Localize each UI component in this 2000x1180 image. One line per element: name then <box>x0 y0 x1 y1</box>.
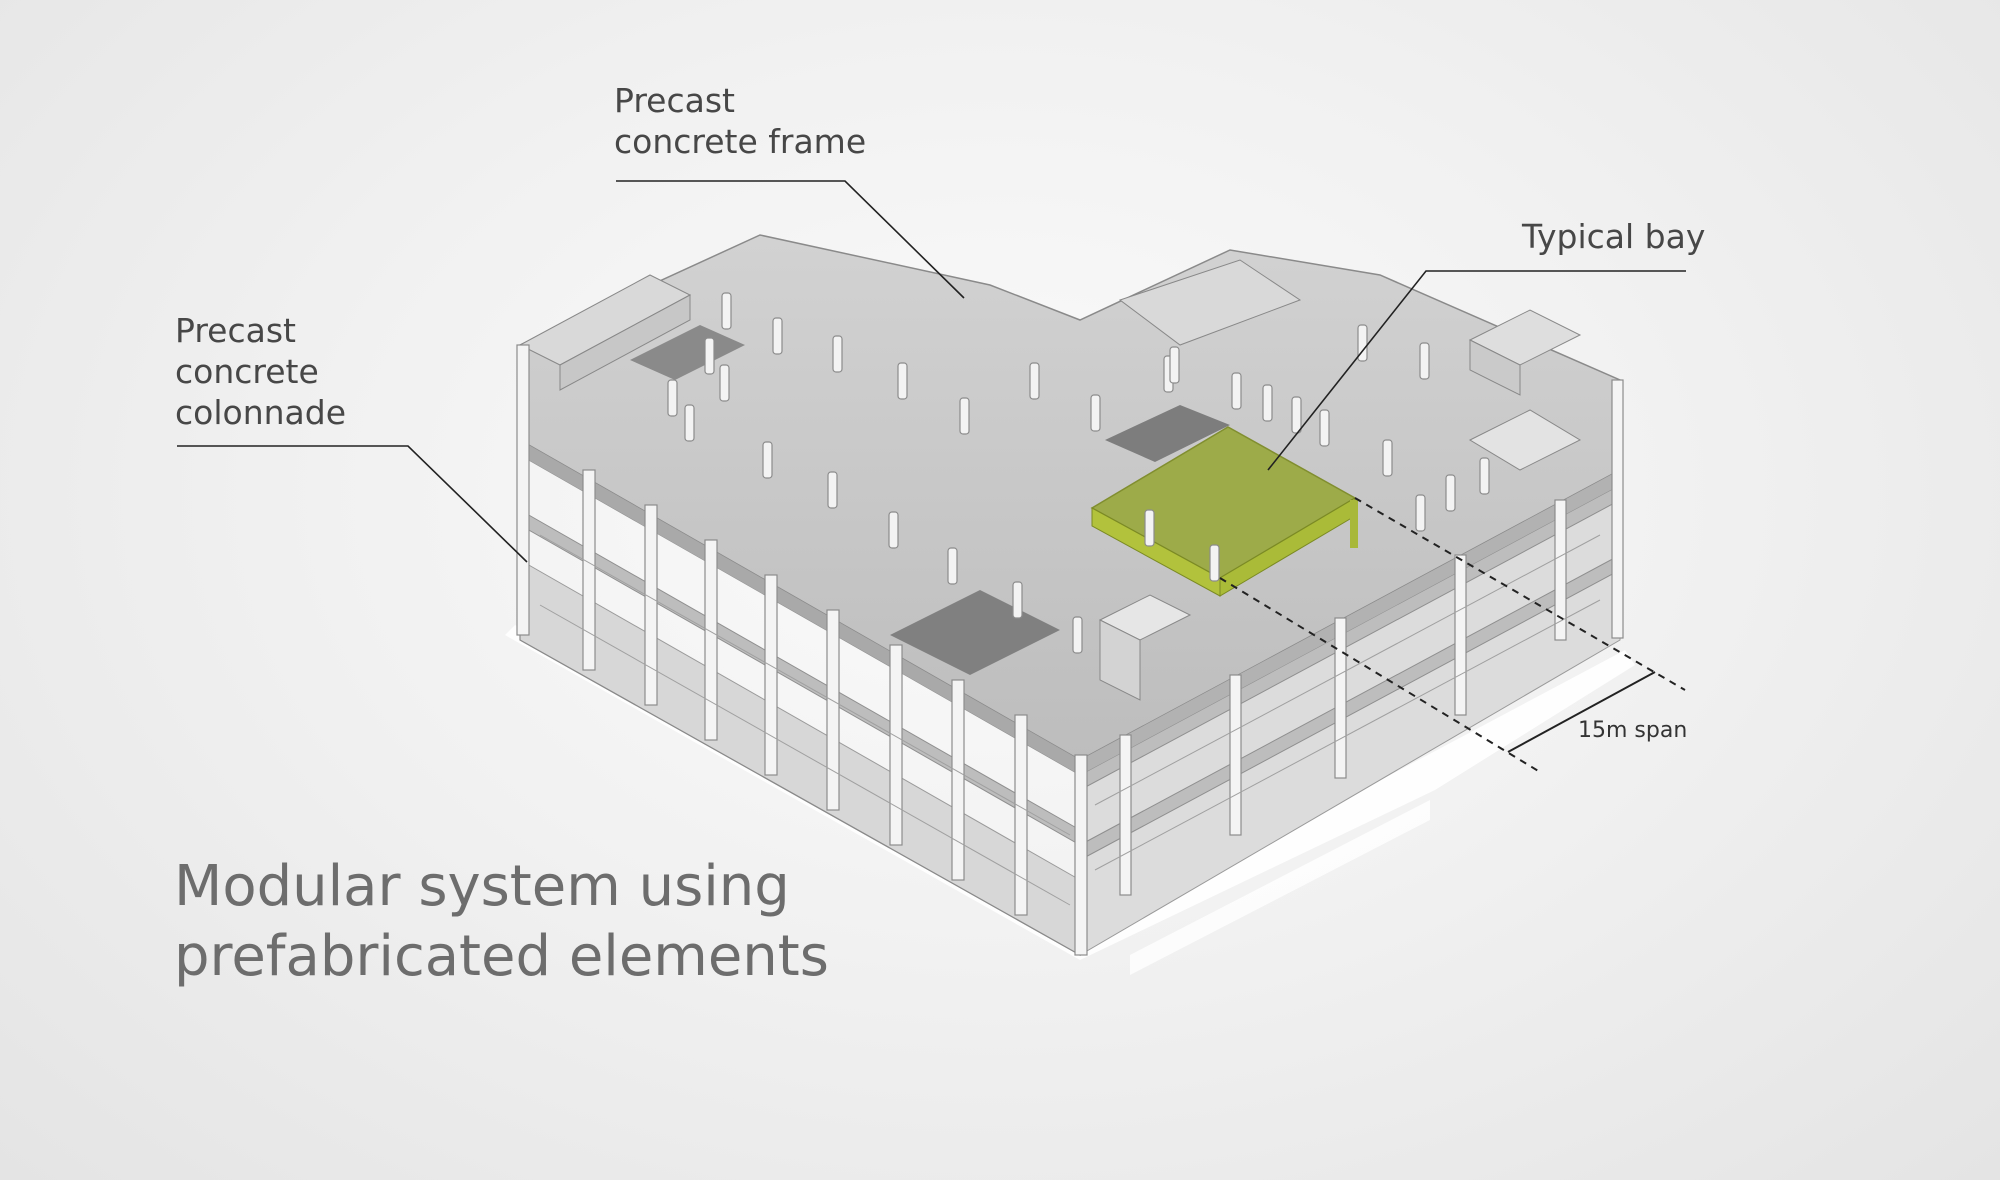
roof-blocks <box>518 259 1582 701</box>
label-colonnade-line1: Precast <box>175 311 296 350</box>
ground-shadow <box>1130 800 1430 975</box>
title-line1: Modular system using <box>174 854 790 919</box>
frame-columns-right <box>1119 379 1624 896</box>
glazing-lines <box>539 534 1601 906</box>
leader-colonnade <box>177 445 528 563</box>
label-frame-line2: concrete frame <box>614 122 867 161</box>
typical-bay-highlight <box>1090 426 1358 597</box>
leader-lines <box>177 180 1686 563</box>
ground-plinth <box>505 625 1635 960</box>
label-colonnade-line2: concrete <box>175 352 319 391</box>
title-line2: prefabricated elements <box>174 924 829 989</box>
label-frame-line1: Precast <box>614 81 735 120</box>
colonnade-columns-left <box>516 344 1088 956</box>
label-precast-concrete-colonnade: Precast concrete colonnade <box>175 310 346 433</box>
label-colonnade-line3: colonnade <box>175 393 346 432</box>
span-dimension <box>1219 497 1686 773</box>
leader-bay <box>1267 270 1686 471</box>
label-precast-concrete-frame: Precast concrete frame <box>614 80 866 162</box>
top-slab <box>519 234 1621 775</box>
label-typical-bay: Typical bay <box>1522 217 1706 256</box>
roof-column-stubs <box>667 292 1490 654</box>
label-15m-span: 15m span <box>1578 718 1688 743</box>
leader-frame <box>616 180 965 299</box>
right-wing-facade <box>1079 469 1621 956</box>
diagram-title: Modular system using prefabricated eleme… <box>174 852 829 992</box>
